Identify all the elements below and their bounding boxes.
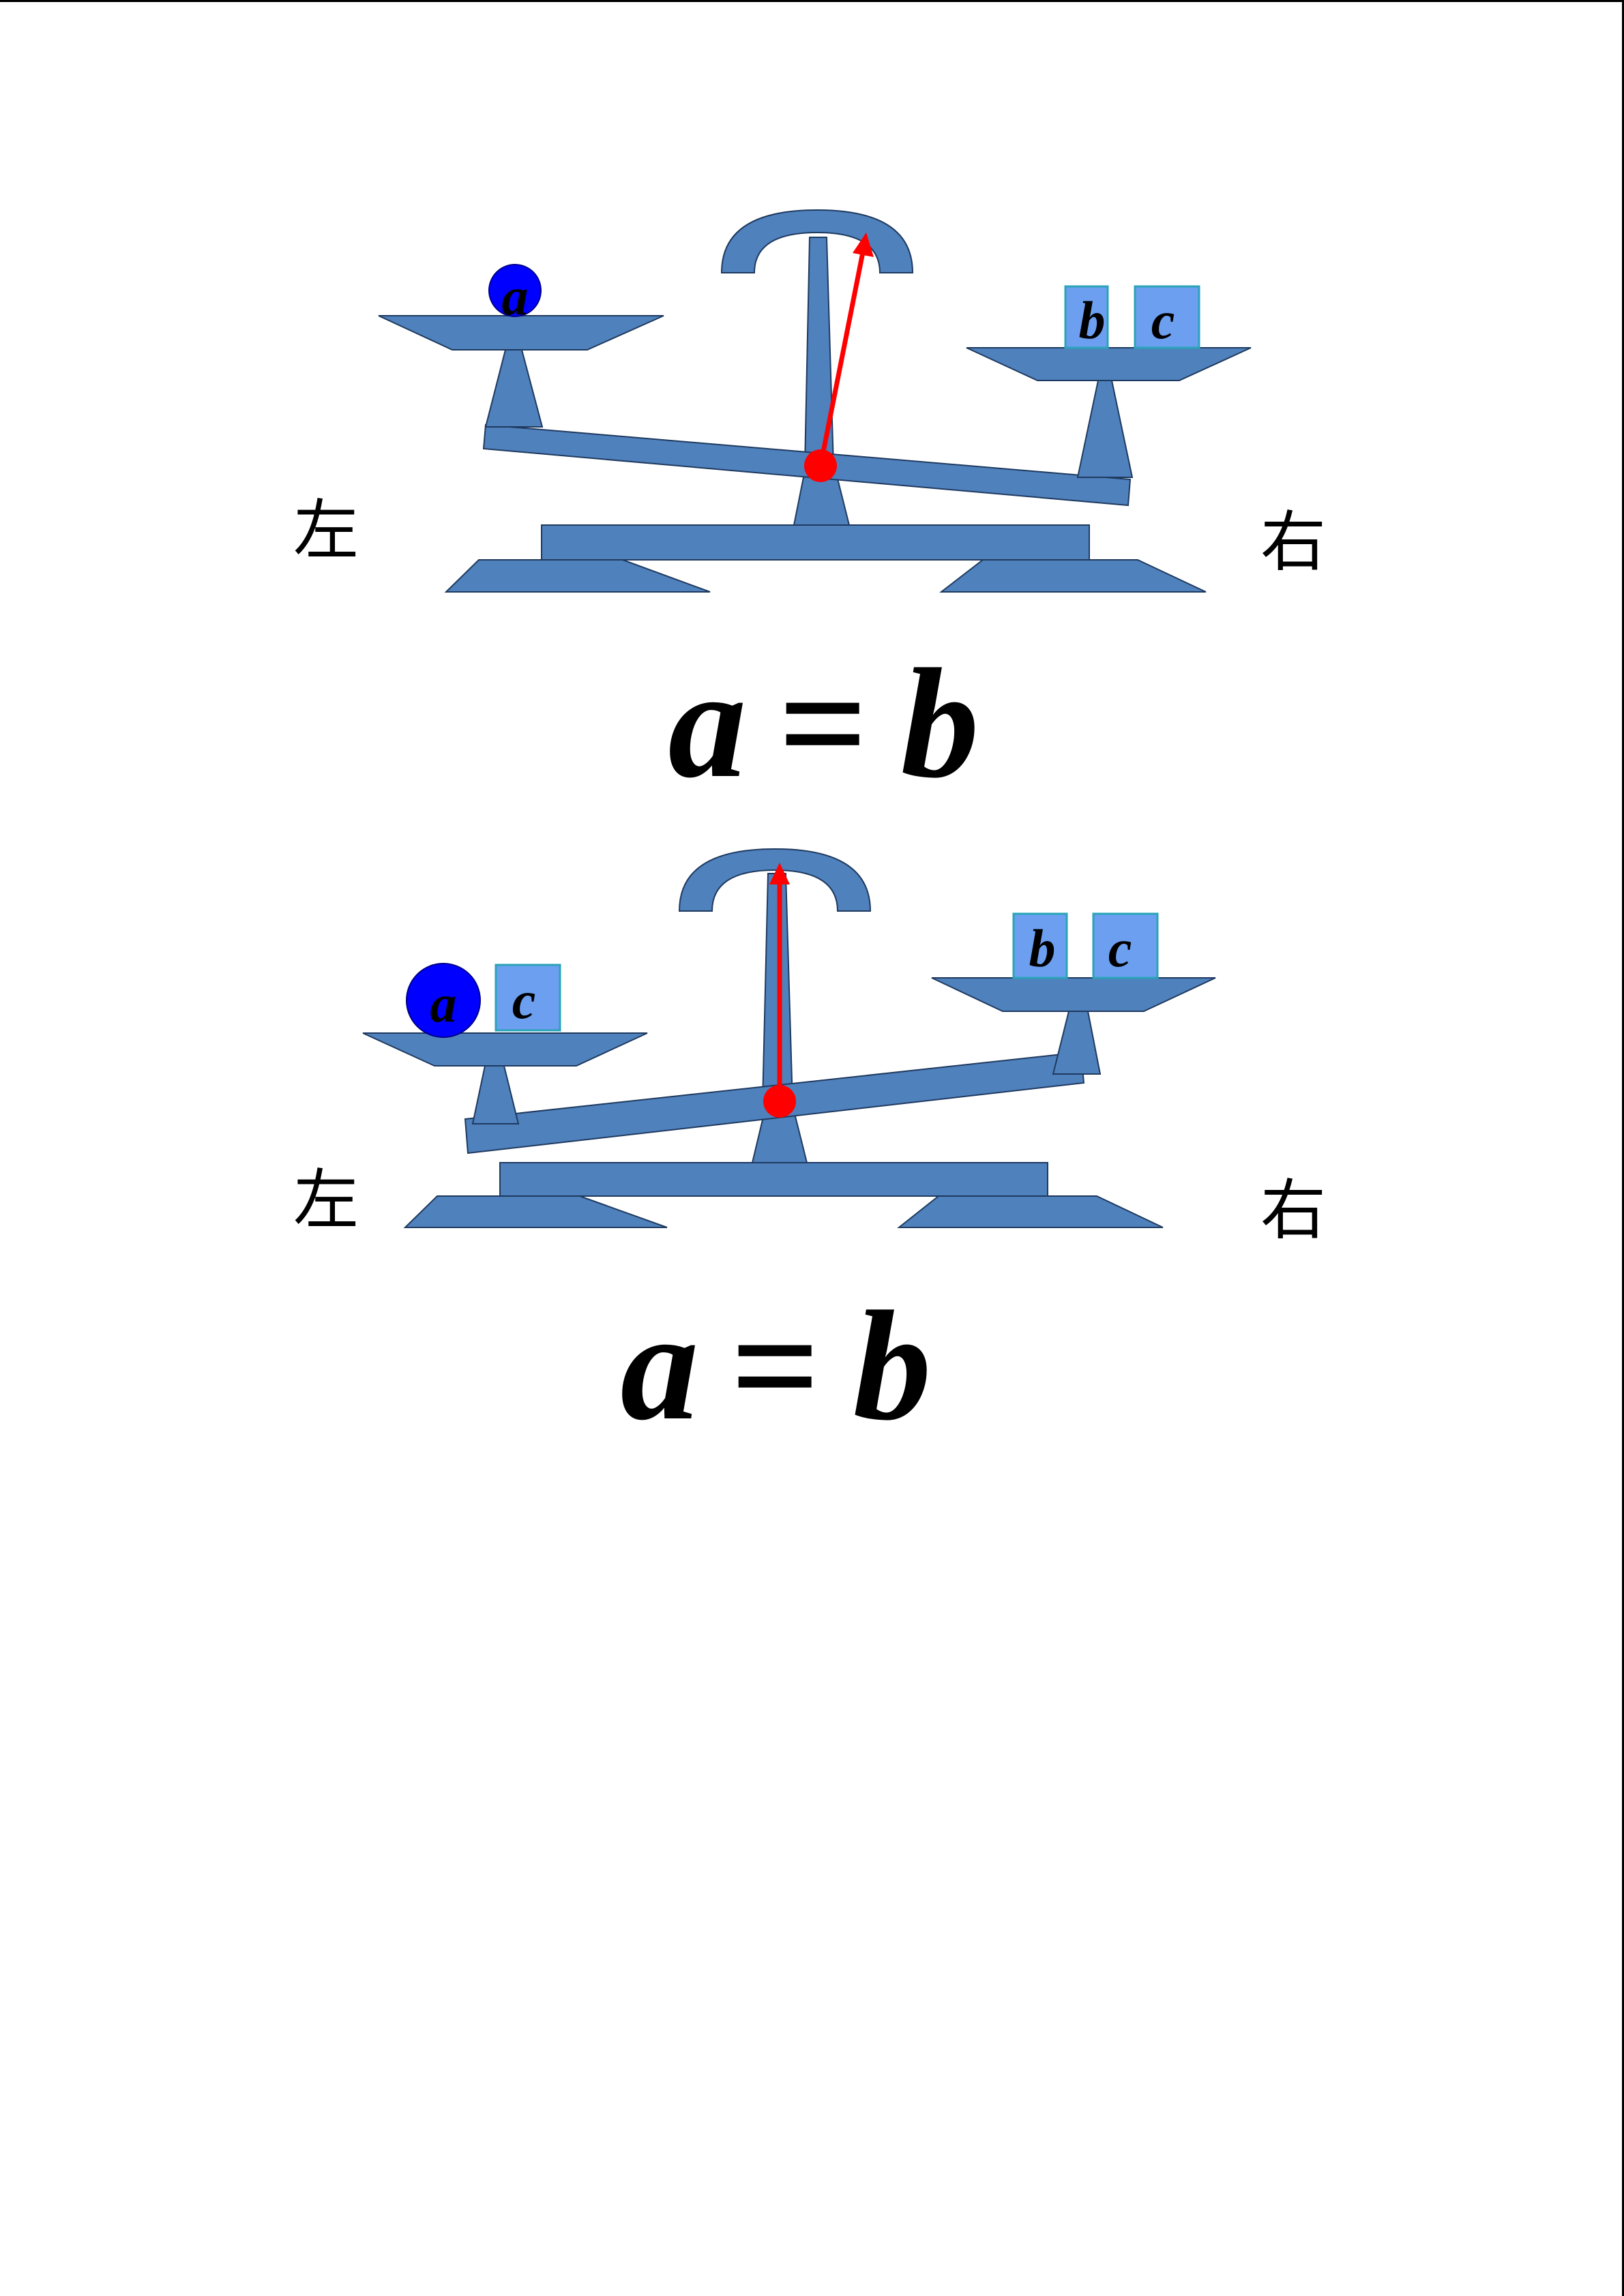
- scale-1-needle-tip: [853, 233, 874, 257]
- scale-1-pivot-pin: [804, 449, 837, 482]
- scale-2-left-foot: [403, 1195, 668, 1228]
- scale-2: a c b c 左 右: [293, 848, 1326, 1249]
- scale-1-ball-a: [488, 264, 542, 317]
- scale-1-left-pan-support: [484, 349, 544, 428]
- scale-2-box-c-left-label: c: [512, 970, 536, 1030]
- scale-2-box-c-right: [1092, 912, 1159, 979]
- equation-1: a = b: [668, 636, 979, 810]
- scale-2-right-pan: [931, 977, 1216, 1012]
- scale-2-left-pan: [362, 1032, 648, 1067]
- equation-1-operator: =: [777, 636, 866, 810]
- scale-1-right-pan-support: [1076, 380, 1134, 478]
- scale-2-right-foot: [897, 1195, 1164, 1228]
- scale-1-right-foot: [939, 559, 1207, 593]
- scale-2-dial-arch: [678, 848, 872, 912]
- scale-1-base-bar: [541, 524, 1090, 561]
- scale-2-base-bar: [499, 1162, 1048, 1197]
- scale-2-pivot-pin: [763, 1085, 796, 1118]
- scale-2-box-b-label: b: [1029, 919, 1056, 978]
- scale-1-right-side-label: 右: [1260, 504, 1326, 580]
- scale-1-needle: [818, 248, 866, 466]
- scale-1-dial-arch: [720, 209, 914, 273]
- scale-2-left-side-label: 左: [293, 1162, 359, 1238]
- scale-1-box-c-label: c: [1151, 290, 1175, 350]
- scale-2-box-c-left: [494, 964, 561, 1032]
- equation-1-rhs: b: [901, 636, 979, 810]
- scale-1-left-pan: [378, 315, 664, 351]
- scale-1-left-foot: [444, 559, 711, 593]
- equation-2-rhs: b: [853, 1279, 932, 1452]
- scale-2-needle-tip: [769, 863, 790, 884]
- scale-1-ball-a-label: a: [502, 267, 529, 326]
- scale-2-left-pan-support: [471, 1065, 520, 1124]
- scale-1-box-b: [1064, 285, 1109, 349]
- equation-1-lhs: a: [668, 636, 747, 810]
- scale-1-box-b-label: b: [1079, 290, 1106, 350]
- equation-2-operator: =: [729, 1279, 818, 1452]
- equation-2-lhs: a: [621, 1279, 699, 1452]
- scale-1-box-c: [1134, 285, 1200, 349]
- scale-2-box-b: [1012, 912, 1068, 979]
- scale-2-box-c-right-label: c: [1108, 919, 1132, 978]
- scale-2-right-pan-support: [1052, 1011, 1102, 1075]
- equation-2: a = b: [621, 1279, 932, 1452]
- scale-1-left-side-label: 左: [293, 492, 359, 569]
- scale-1-right-pan: [966, 347, 1252, 381]
- scale-2-ball-a: [406, 963, 481, 1038]
- scale-2-right-side-label: 右: [1260, 1172, 1326, 1249]
- scale-2-ball-a-label: a: [430, 974, 457, 1033]
- scale-1: a b c 左 右: [293, 209, 1326, 593]
